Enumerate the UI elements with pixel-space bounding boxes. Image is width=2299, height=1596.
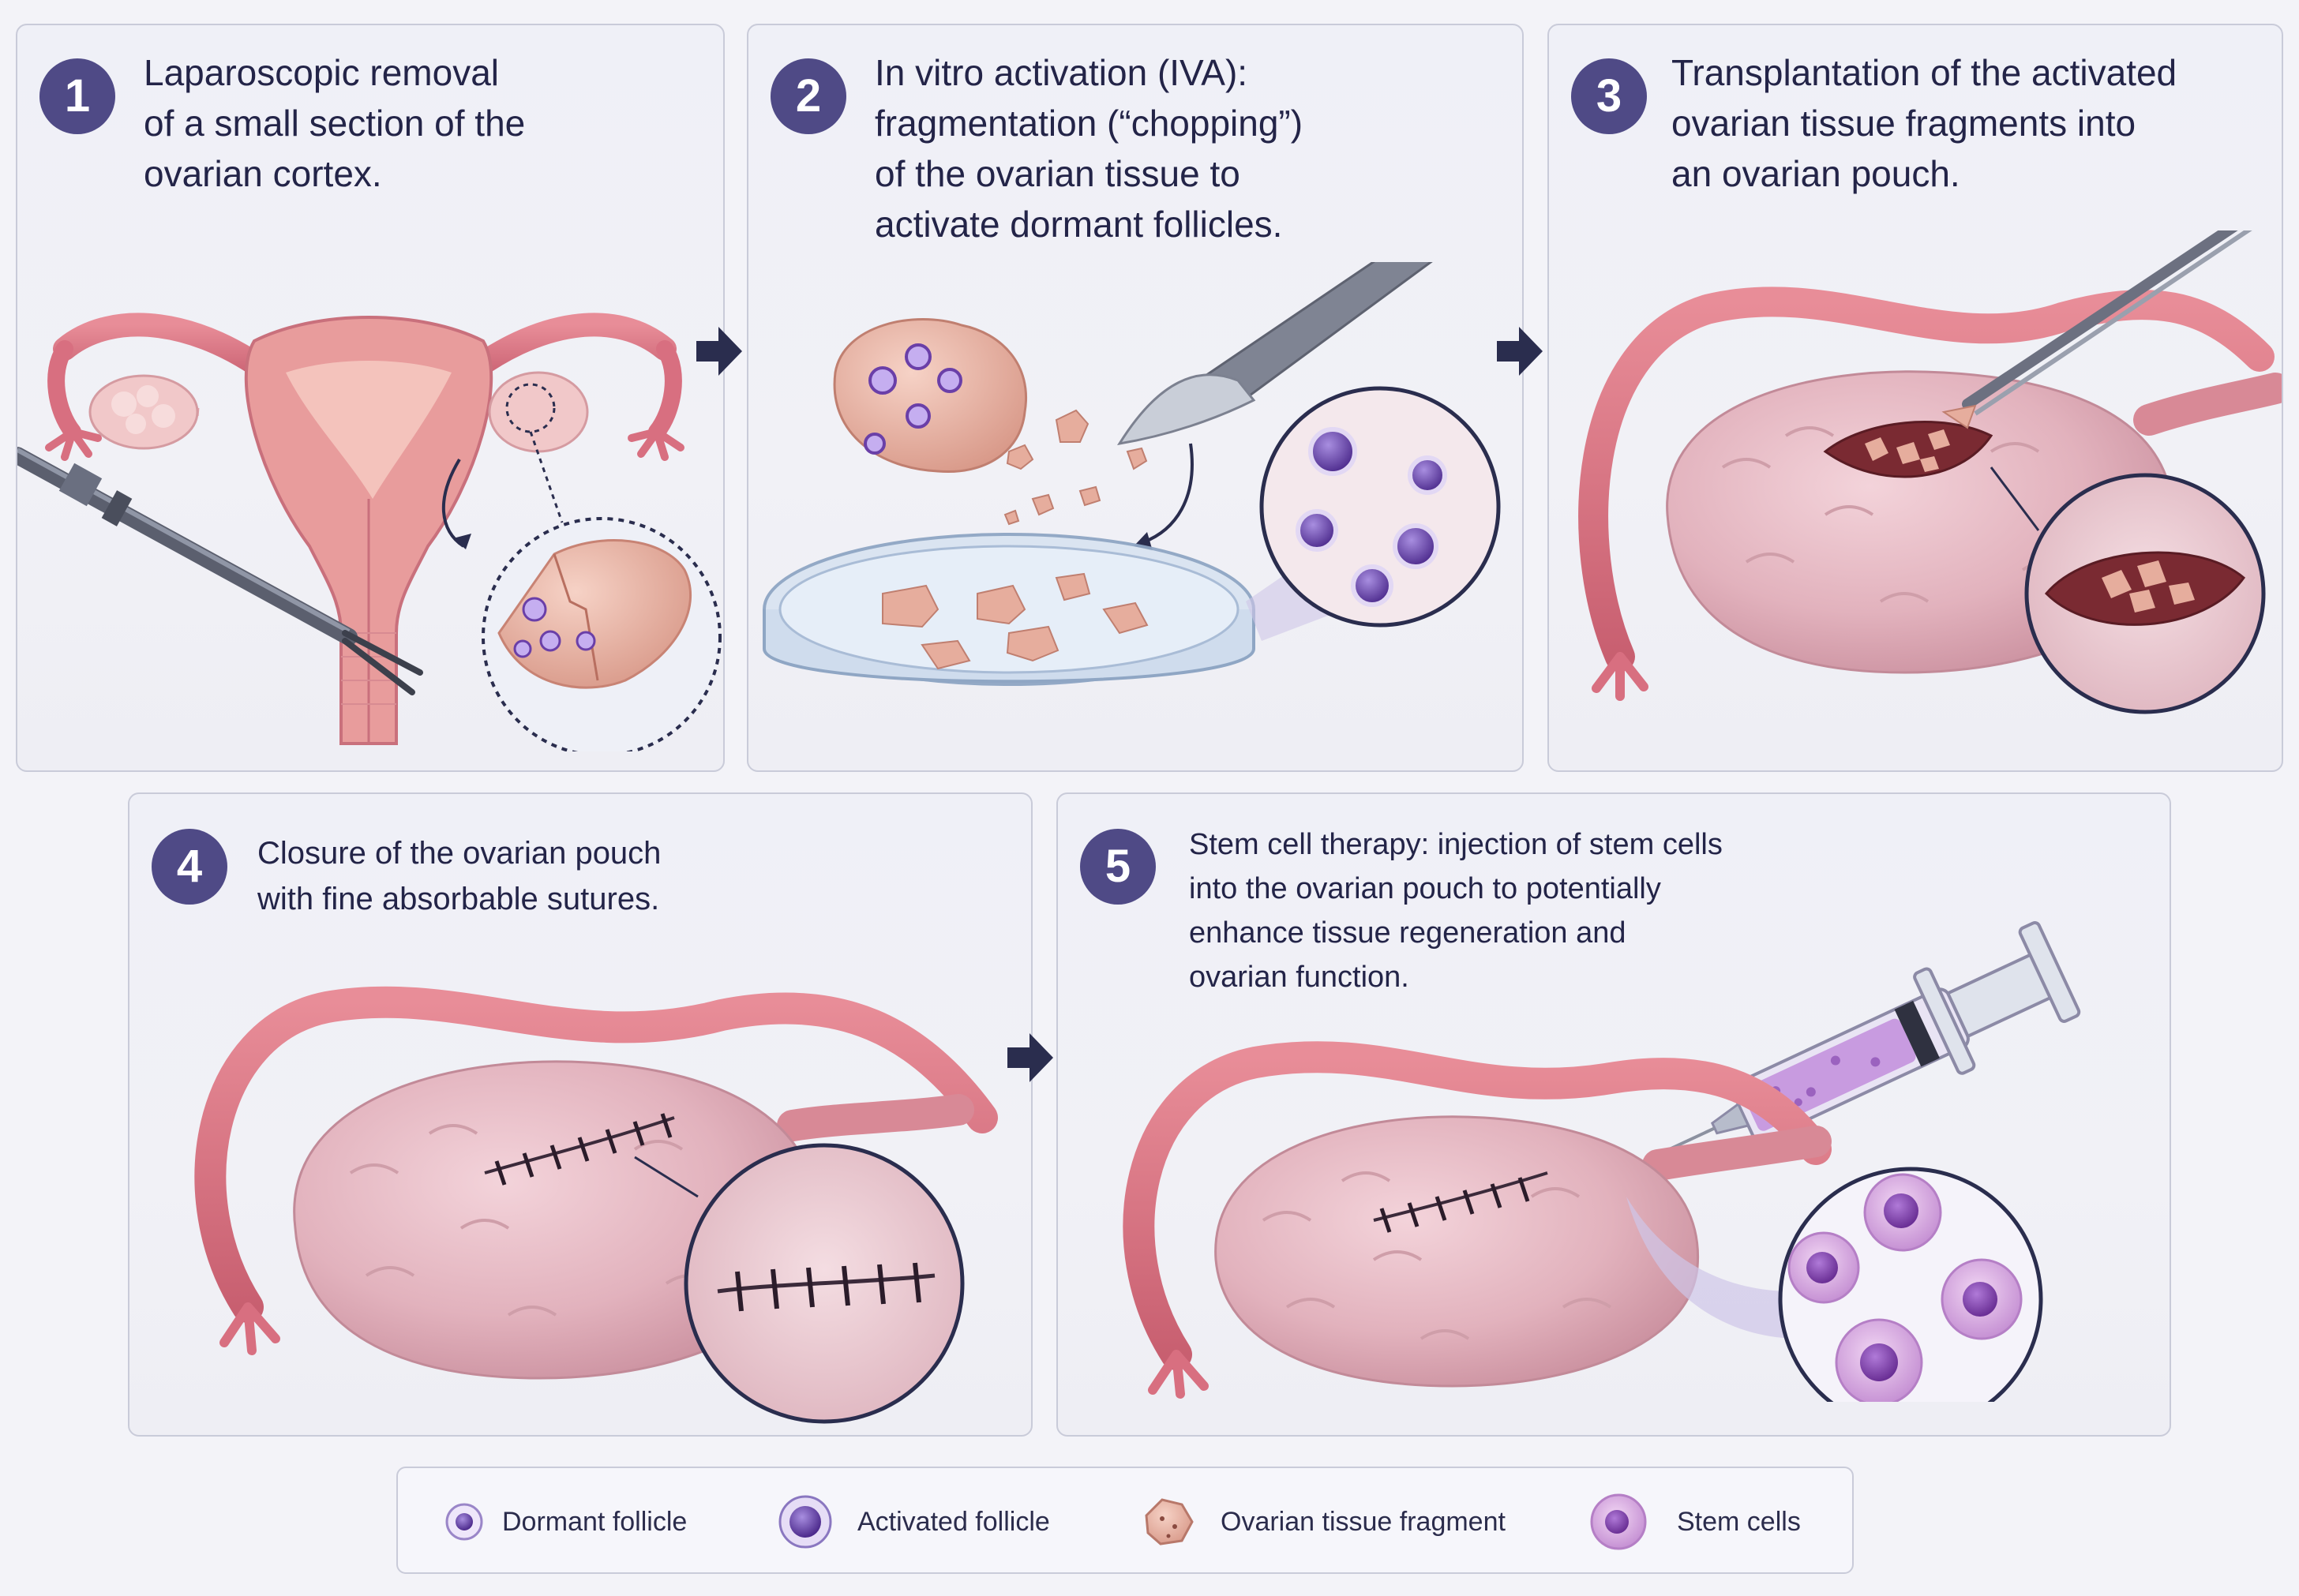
step-description-line: fragmentation (“chopping”): [875, 103, 1303, 144]
step-panel-2: 2 In vitro activation (IVA): fragmentati…: [747, 24, 1524, 772]
step-panel-1: 1 Laparoscopic removal of a small sectio…: [16, 24, 725, 772]
step-description-line: into the ovarian pouch to potentially: [1189, 872, 1661, 905]
step-description-line: Closure of the ovarian pouch: [257, 836, 662, 871]
in-vitro-activation-illustration: [763, 262, 1501, 686]
step-description: Stem cell therapy: injection of stem cel…: [1189, 822, 1723, 999]
step-number-badge: 5: [1080, 829, 1156, 905]
stem-cell-icon: [1590, 1493, 1647, 1550]
step-description-line: Laparoscopic removal: [144, 52, 500, 93]
legend: Dormant follicle Activated follicle Ovar…: [396, 1467, 1854, 1574]
legend-label: Ovarian tissue fragment: [1221, 1507, 1506, 1537]
uterus-laparoscopy-illustration: [17, 313, 722, 751]
step-description-line: Transplantation of the activated: [1671, 52, 2177, 93]
step-description-line: ovarian tissue fragments into: [1671, 103, 2136, 144]
flow-arrow-icon: [1007, 1033, 1053, 1082]
suture-closure-illustration: [194, 986, 998, 1424]
step-description-line: with fine absorbable sutures.: [257, 882, 660, 916]
step-description-line: ovarian function.: [1189, 961, 1409, 994]
step-description-line: Stem cell therapy: injection of stem cel…: [1189, 828, 1723, 861]
step-description: In vitro activation (IVA): fragmentation…: [875, 47, 1303, 249]
step-number-badge: 3: [1571, 58, 1647, 134]
step-description: Laparoscopic removal of a small section …: [144, 47, 525, 199]
step-description: Transplantation of the activated ovarian…: [1671, 47, 2177, 199]
step-description-line: an ovarian pouch.: [1671, 153, 1960, 194]
flow-arrow-icon: [696, 327, 742, 376]
step-number-badge: 1: [39, 58, 115, 134]
step-number-badge: 4: [152, 829, 227, 905]
step-panel-3: 3 Transplantation of the activated ovari…: [1547, 24, 2283, 772]
step-description-line: of a small section of the: [144, 103, 526, 144]
step-description-line: enhance tissue regeneration and: [1189, 916, 1626, 950]
transplantation-illustration: [1578, 230, 2282, 714]
legend-label: Dormant follicle: [502, 1507, 688, 1537]
step-panel-5: 5 Stem cell therapy: injection of stem c…: [1056, 792, 2171, 1437]
step-description-line: of the ovarian tissue to: [875, 153, 1240, 194]
flow-arrow-icon: [1497, 327, 1543, 376]
step-number-badge: 2: [771, 58, 846, 134]
step-description-line: activate dormant follicles.: [875, 204, 1283, 245]
dormant-follicle-icon: [445, 1503, 483, 1541]
activated-follicle-icon: [778, 1495, 832, 1549]
step-panel-4: 4 Closure of the ovarian pouch with fine…: [128, 792, 1033, 1437]
legend-label: Activated follicle: [857, 1507, 1050, 1537]
step-description-line: In vitro activation (IVA):: [875, 52, 1248, 93]
step-description: Closure of the ovarian pouch with fine a…: [257, 830, 661, 922]
tissue-fragment-icon: [1145, 1498, 1194, 1545]
step-description-line: ovarian cortex.: [144, 153, 382, 194]
legend-label: Stem cells: [1677, 1507, 1801, 1537]
stem-cell-injection-illustration: [1123, 921, 2081, 1402]
